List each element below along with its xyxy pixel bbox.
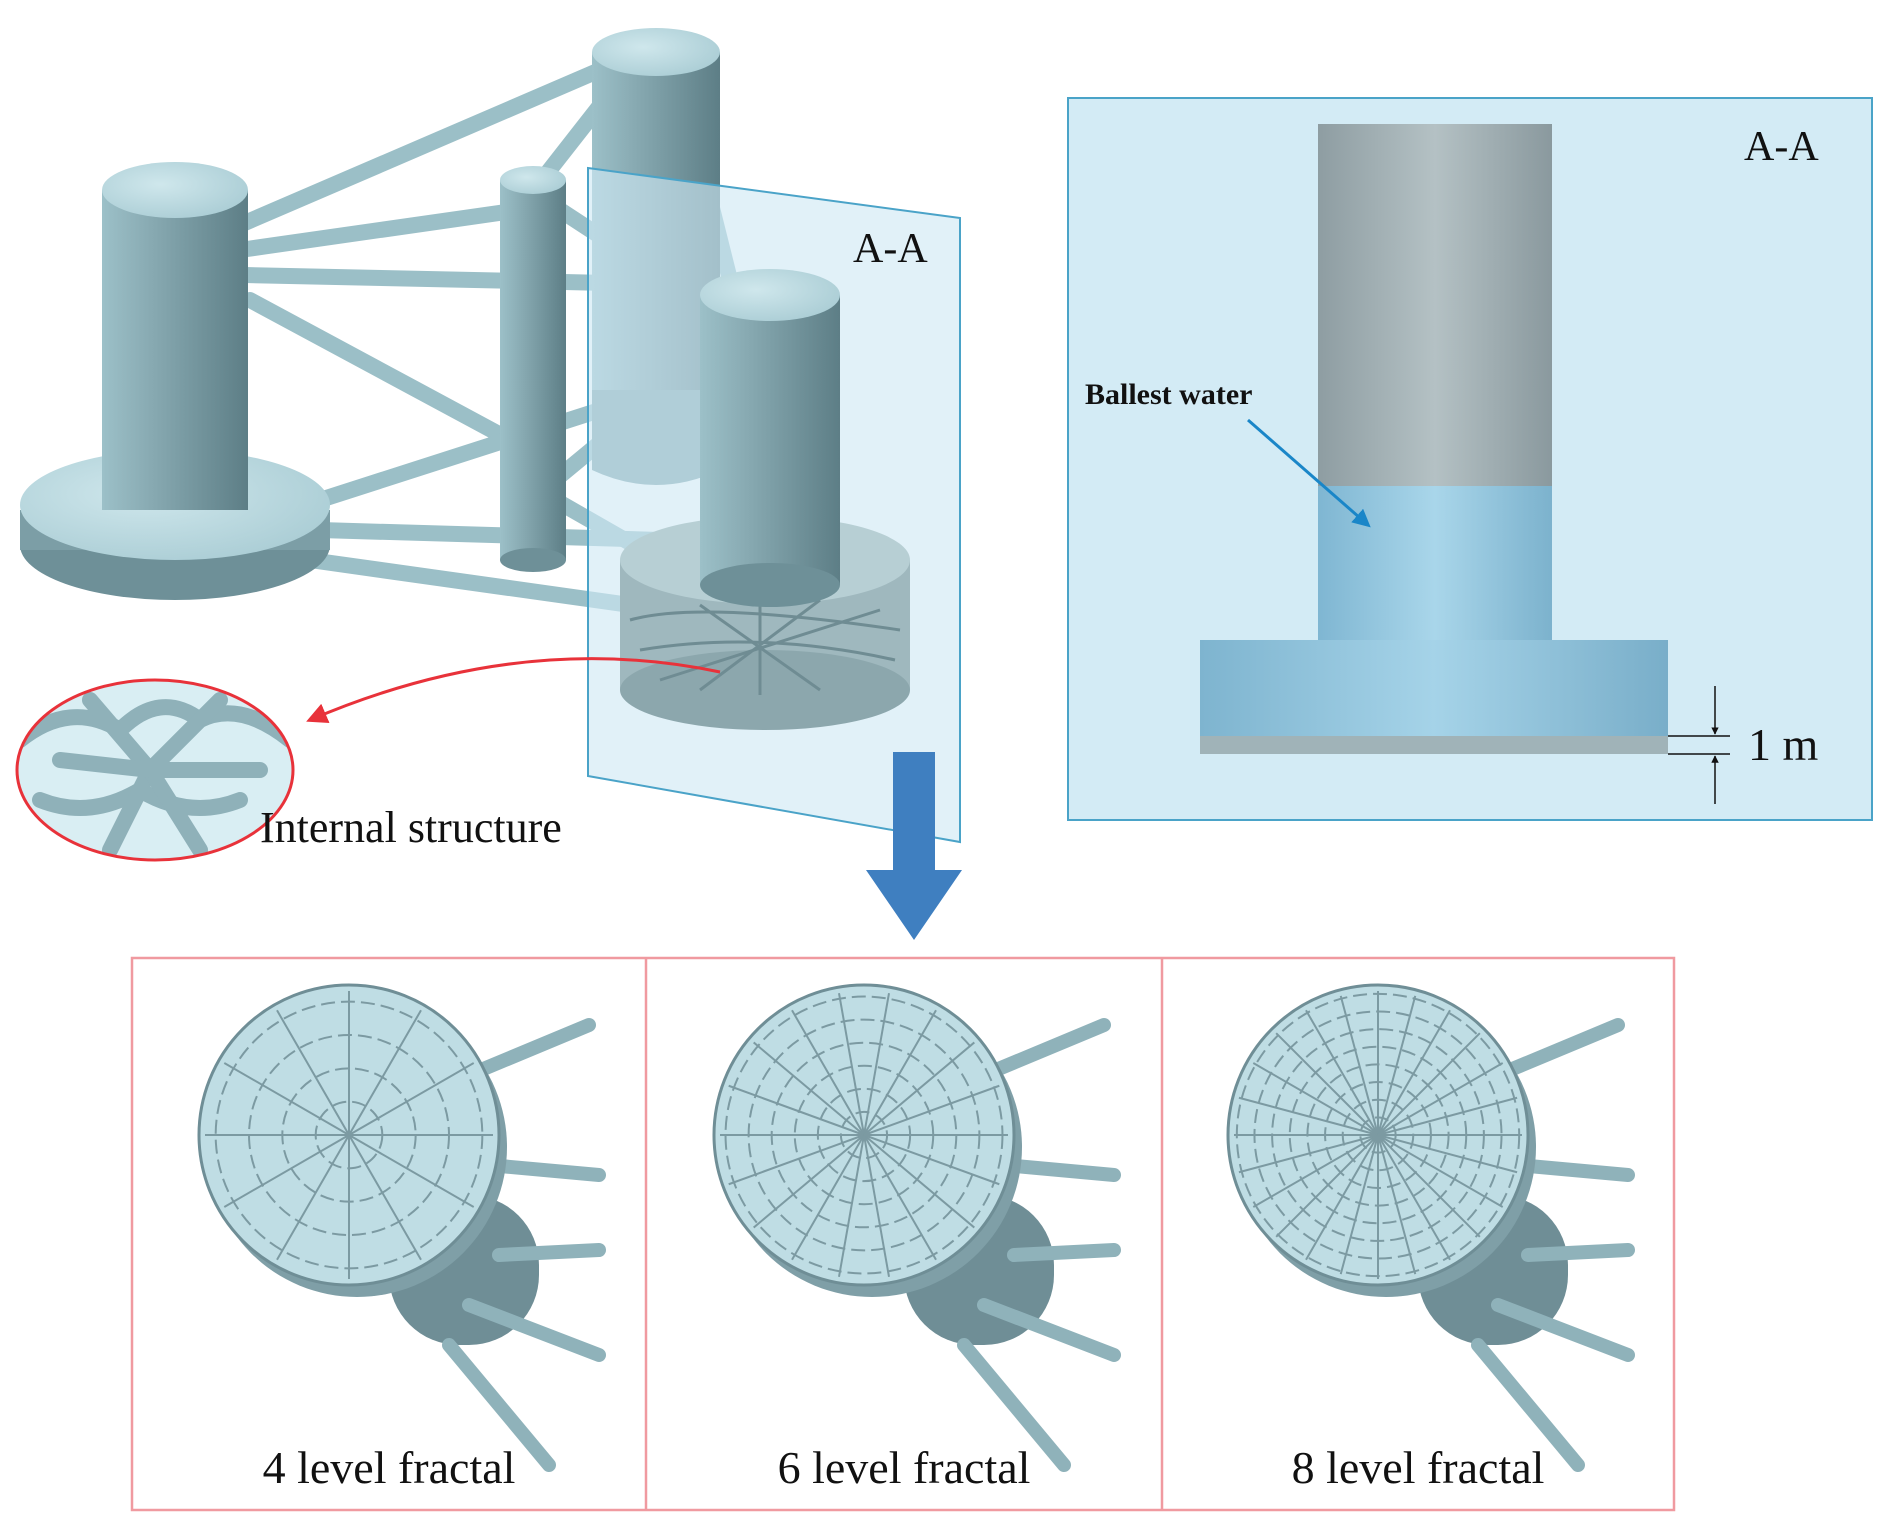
- brace-stub: [1471, 1338, 1585, 1472]
- brace-stub: [462, 1018, 596, 1082]
- fractal-spoke: [1252, 1062, 1379, 1136]
- brace-stub: [1491, 1018, 1625, 1082]
- fractal-ring: [839, 1110, 889, 1160]
- fractal-spoke: [276, 1134, 350, 1261]
- ballast-water-pointer: [1247, 418, 1371, 528]
- fractal-spoke: [1252, 1134, 1379, 1208]
- fractal-spoke: [1339, 1134, 1379, 1275]
- fractal-spoke: [1377, 995, 1417, 1136]
- brace-stub: [977, 1018, 1111, 1082]
- internal-structure-label: Internal structure: [260, 803, 562, 852]
- fractal-caption-6: 6 level fractal: [778, 1442, 1031, 1493]
- brace-stub: [492, 1243, 606, 1262]
- fractal-spoke: [863, 1134, 975, 1229]
- fractal-spoke: [791, 1009, 865, 1136]
- fractal-spoke: [1377, 1062, 1504, 1136]
- section-plane-label: A-A: [853, 226, 928, 272]
- fractal-ring: [214, 1000, 484, 1270]
- left-column: [20, 162, 330, 600]
- brace-stub: [1007, 1243, 1121, 1262]
- fractal-spoke: [1377, 1134, 1518, 1174]
- section-view-panel: A-A Ballest water 1 m: [1067, 97, 1873, 821]
- fractal-ring: [1253, 1010, 1503, 1260]
- fractal-panels-row: 4 level fractal 6 level fractal 8 level …: [130, 956, 1676, 1512]
- fractal-ring: [1359, 1116, 1397, 1154]
- fractal-panel-6-level: [712, 983, 1121, 1472]
- fractal-ring: [1324, 1081, 1432, 1189]
- fractal-ring: [724, 995, 1004, 1275]
- fractal-spoke: [1275, 1032, 1379, 1136]
- fractal-ring: [281, 1067, 417, 1203]
- fractal-spoke: [1275, 1134, 1379, 1238]
- fractal-ring: [1341, 1098, 1415, 1172]
- brace-stub: [462, 1298, 606, 1362]
- fractal-spoke: [348, 1062, 475, 1136]
- fractal-spoke: [753, 1134, 865, 1229]
- thickness-label: 1 m: [1748, 719, 1819, 770]
- fractal-spoke: [1238, 1096, 1379, 1136]
- fractal-spoke: [863, 1084, 1000, 1136]
- fractal-spoke: [1377, 1032, 1481, 1136]
- brace-stub: [442, 1338, 556, 1472]
- inner-fractal-web: [629, 598, 901, 695]
- disc-outline: [197, 983, 501, 1287]
- fractal-spoke: [1377, 1096, 1518, 1136]
- semi-submersible-platform-3d: A-A: [15, 28, 961, 862]
- brace-stub: [1511, 1158, 1635, 1182]
- brace-stub: [977, 1298, 1121, 1362]
- fractal-spoke: [1305, 1134, 1379, 1261]
- fractal-ring: [1235, 992, 1521, 1278]
- down-arrow: [866, 752, 962, 940]
- fractal-panel-8-level: [1226, 983, 1635, 1472]
- fractal-ring: [1288, 1045, 1468, 1225]
- front-column-sectioned: [620, 269, 910, 730]
- section-view-label: A-A: [1744, 124, 1819, 170]
- thickness-dimension: [1668, 686, 1730, 804]
- fractal-spoke: [223, 1062, 350, 1136]
- fractal-ring: [314, 1100, 384, 1170]
- fractal-caption-4: 4 level fractal: [263, 1442, 516, 1493]
- fractal-caption-8: 8 level fractal: [1292, 1442, 1545, 1493]
- fractal-spoke: [1377, 1134, 1451, 1261]
- ballast-water-label: Ballest water: [1085, 378, 1252, 411]
- fractal-spoke: [348, 1134, 475, 1208]
- fractal-ring: [1271, 1028, 1485, 1242]
- fractal-spoke: [1305, 1009, 1379, 1136]
- fractal-ring: [793, 1064, 935, 1206]
- ballast-water-zone: [1318, 486, 1552, 640]
- fractal-spoke: [348, 1009, 422, 1136]
- pontoon-bottom-plate: [1200, 736, 1668, 754]
- fractal-ring: [248, 1034, 450, 1236]
- brace-stub: [1491, 1298, 1635, 1362]
- detail-pointer-arrow: [306, 657, 721, 724]
- fractal-spoke: [1377, 1134, 1481, 1238]
- fractal-spoke: [223, 1134, 350, 1208]
- brace-stub: [1521, 1243, 1635, 1262]
- pontoon-base: [1200, 640, 1668, 736]
- brace-stub: [957, 1338, 1071, 1472]
- brace-stub: [997, 1158, 1121, 1182]
- fractal-ring: [1306, 1063, 1450, 1207]
- fractal-panel-4-level: [197, 983, 606, 1472]
- fractal-spoke: [348, 1134, 422, 1261]
- center-column: [500, 166, 566, 572]
- column-upper: [1318, 124, 1552, 486]
- disc-outline: [712, 983, 1016, 1287]
- fractal-ring: [816, 1087, 912, 1183]
- disc-outline: [1226, 983, 1530, 1287]
- fractal-spoke: [1377, 1009, 1451, 1136]
- internal-structure-inset: [15, 678, 295, 862]
- fractal-spoke: [1339, 995, 1379, 1136]
- fractal-ring: [770, 1041, 958, 1229]
- fractal-spoke: [1377, 1134, 1504, 1208]
- fractal-spoke: [276, 1009, 350, 1136]
- brace-stub: [482, 1158, 606, 1182]
- fractal-spoke: [1238, 1134, 1379, 1174]
- fractal-ring: [747, 1018, 981, 1252]
- brace-members: [232, 62, 738, 613]
- fractal-spoke: [1377, 1134, 1417, 1275]
